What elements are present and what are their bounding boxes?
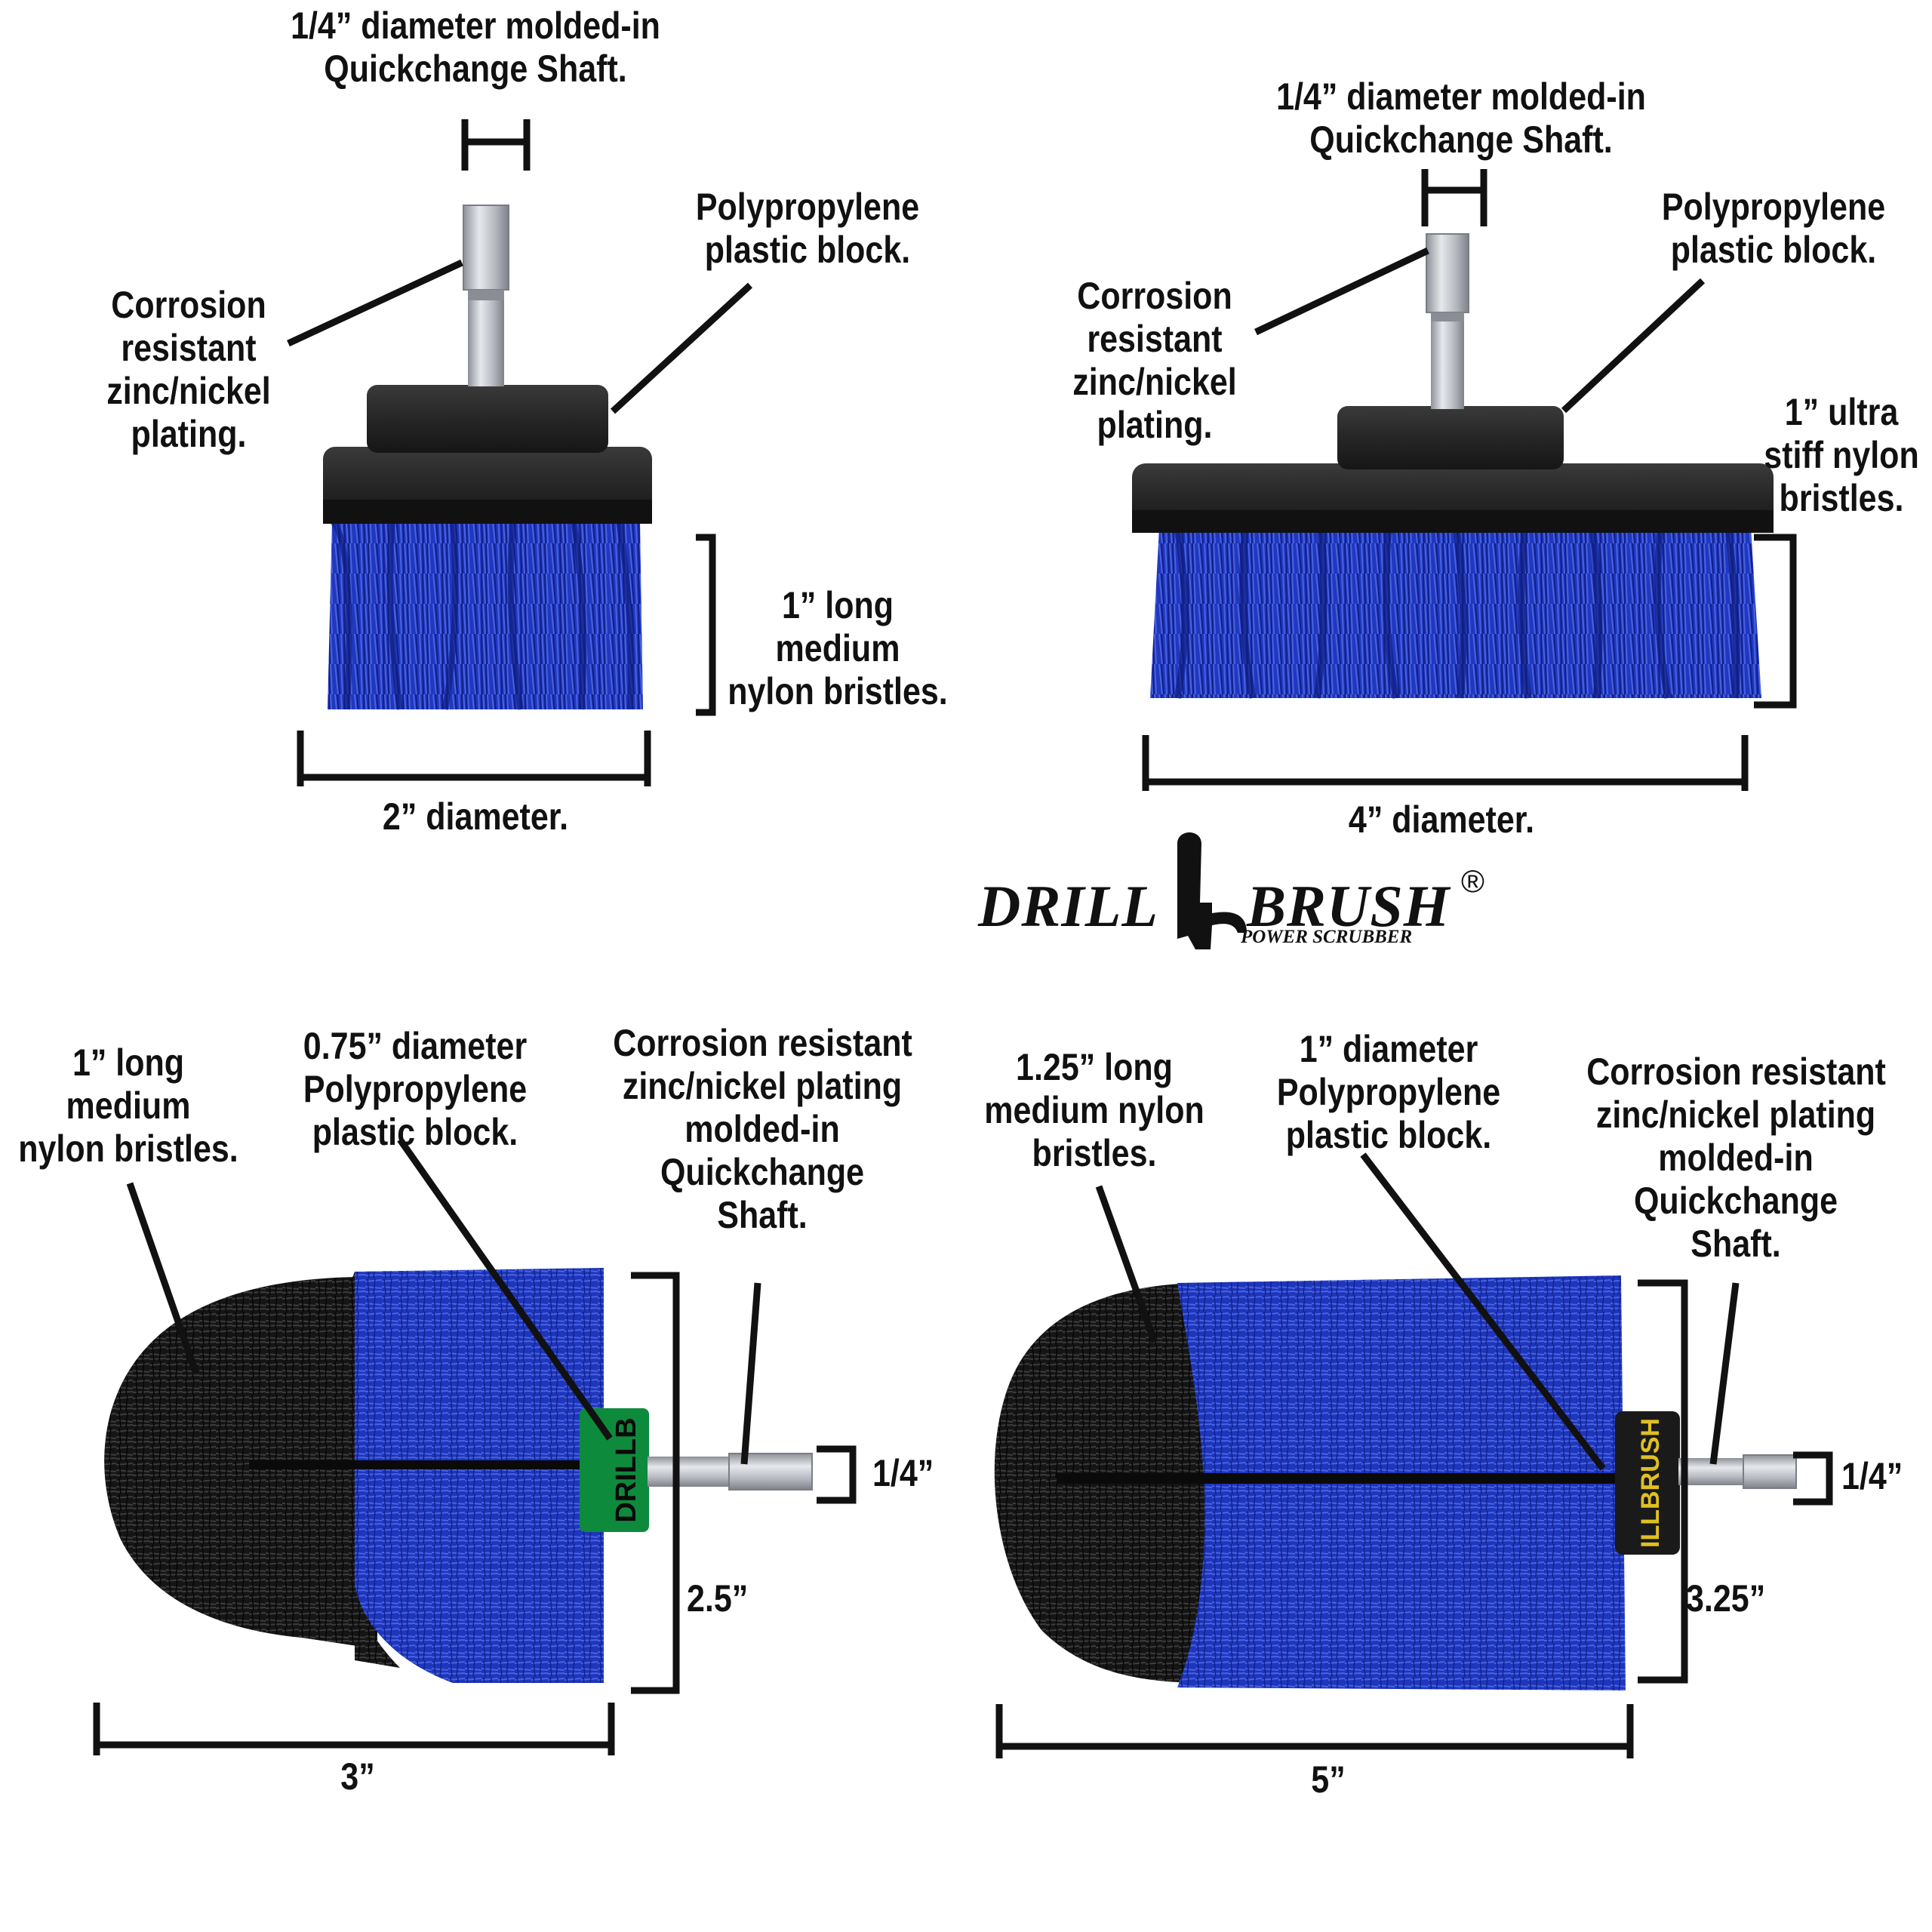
small-cone-collar-text: DRILLB (611, 1417, 642, 1522)
small-cone-collar (580, 1408, 649, 1532)
tr-shaft-size-label: 1/4” diameter molded-in Quickchange Shaf… (1276, 75, 1646, 161)
brush-4in-bristles (1150, 528, 1761, 698)
br-height-bracket (1638, 1279, 1688, 1684)
tr-bristles-label: 1” ultra stiff nylon bristles. (1764, 391, 1919, 519)
large-cone-collar (1615, 1411, 1680, 1555)
tl-diameter-bracket (297, 731, 651, 786)
bl-shaft-size-bracket (817, 1445, 857, 1504)
small-cone-black-tip (104, 1276, 378, 1649)
br-bristles-label: 1.25” long medium nylon bristles. (984, 1046, 1204, 1174)
br-shaft-size-label: 1/4” (1841, 1455, 1903, 1497)
tl-plating-leader (287, 259, 463, 347)
brush-4in-block-upper (1337, 406, 1564, 469)
br-shaft-leader (1709, 1282, 1740, 1465)
bl-bristles-leader (126, 1182, 200, 1375)
tl-block-leader (610, 282, 753, 414)
brush-small-cone-image: DRILLB (104, 1268, 813, 1683)
br-shaft-size-bracket (1793, 1451, 1833, 1506)
bl-shaft-leader (740, 1282, 761, 1465)
bl-shaft-label: Corrosion resistant zinc/nickel plating … (613, 1022, 912, 1236)
brush-2in-bristles (328, 521, 643, 709)
tr-block-leader (1561, 278, 1706, 414)
logo-registered-mark: ® (1461, 863, 1484, 899)
tr-diameter-bracket (1142, 735, 1749, 791)
bl-bristles-label: 1” long medium nylon bristles. (18, 1041, 238, 1170)
tl-bristle-bracket (696, 534, 716, 716)
bl-height-bracket (631, 1272, 680, 1694)
tl-bristles-label: 1” long medium nylon bristles. (728, 584, 948, 712)
logo-tagline: POWER SCRUBBER (1241, 927, 1413, 947)
bl-block-label: 0.75” diameter Polypropylene plastic blo… (303, 1025, 528, 1153)
logo-word-drill: DRILL (978, 873, 1158, 939)
br-bristles-leader (1095, 1185, 1158, 1343)
tl-diameter-label: 2” diameter. (382, 795, 569, 838)
tr-plating-label: Corrosion resistant zinc/nickel plating. (1072, 275, 1237, 446)
br-length-bracket (995, 1704, 1634, 1758)
small-cone-blue-body (355, 1268, 604, 1683)
brush-large-cone-image: ILLBRUSH (994, 1275, 1797, 1690)
tl-block-label: Polypropylene plastic block. (695, 186, 920, 271)
annotation-lines (93, 119, 1833, 1758)
bl-shaft-size-label: 1/4” (872, 1452, 934, 1494)
drillbrush-logo-mark (1177, 832, 1247, 949)
tl-shaft-size-label: 1/4” diameter molded-in Quickchange Shaf… (291, 5, 660, 90)
bl-height-label: 2.5” (687, 1577, 749, 1620)
tr-block-label: Polypropylene plastic block. (1661, 186, 1886, 271)
bl-block-leader (397, 1137, 613, 1441)
logo-word-brush: BRUSH (1247, 873, 1451, 939)
tl-shaft-bracket (461, 119, 531, 171)
bl-length-label: 3” (340, 1755, 375, 1798)
brush-handle-icon (1177, 832, 1247, 949)
br-block-label: 1” diameter Polypropylene plastic block. (1276, 1028, 1501, 1156)
br-length-label: 5” (1311, 1758, 1346, 1801)
bl-length-bracket (93, 1703, 615, 1755)
brush-2in-image (323, 205, 652, 710)
tl-plating-label: Corrosion resistant zinc/nickel plating. (106, 284, 271, 455)
br-shaft-label: Corrosion resistant zinc/nickel plating … (1586, 1051, 1886, 1265)
tr-diameter-label: 4” diameter. (1348, 798, 1535, 841)
tr-bristle-bracket (1754, 534, 1797, 709)
br-height-label: 3.25” (1686, 1577, 1766, 1620)
tr-shaft-bracket (1421, 169, 1487, 226)
brush-2in-block-upper (367, 385, 608, 453)
br-block-leader (1360, 1152, 1606, 1471)
large-cone-collar-text: ILLBRUSH (1636, 1418, 1665, 1548)
tr-plating-leader (1254, 247, 1429, 336)
brush-4in-image (1132, 233, 1774, 699)
